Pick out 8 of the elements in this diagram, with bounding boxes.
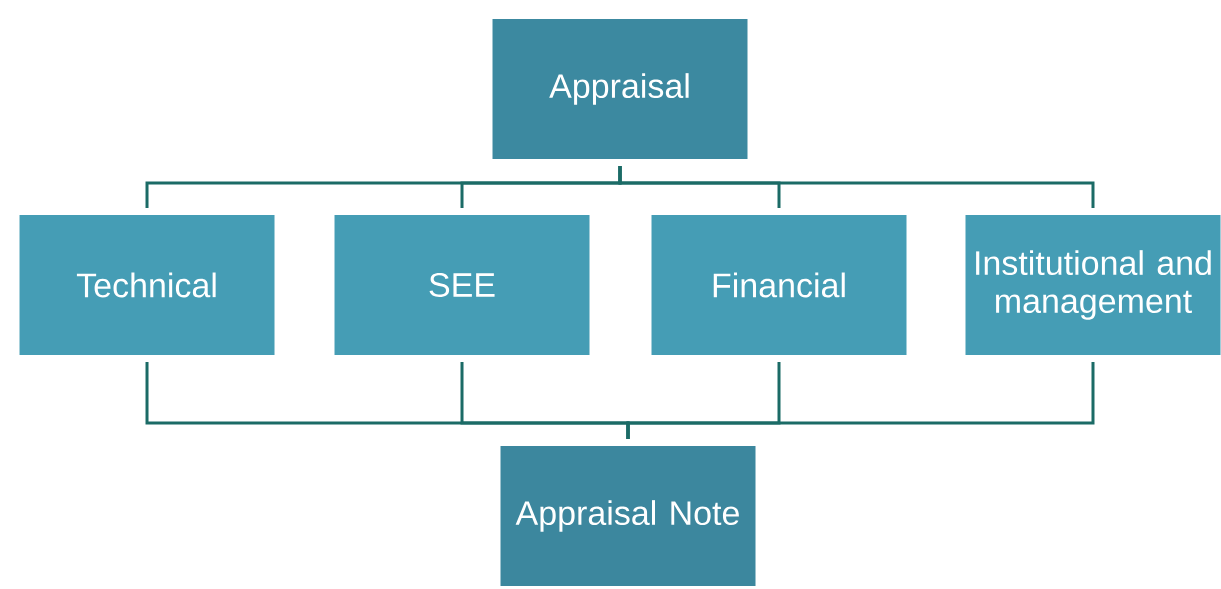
connector-line	[626, 362, 1095, 439]
process-box: SEE	[327, 208, 597, 362]
connector-line	[618, 166, 1095, 208]
process-box: Institutional and management	[958, 208, 1221, 362]
process-box: Appraisal Note	[493, 439, 763, 589]
process-box: Technical	[12, 208, 282, 362]
process-box: Financial	[644, 208, 914, 362]
process-box: Appraisal	[485, 12, 755, 166]
